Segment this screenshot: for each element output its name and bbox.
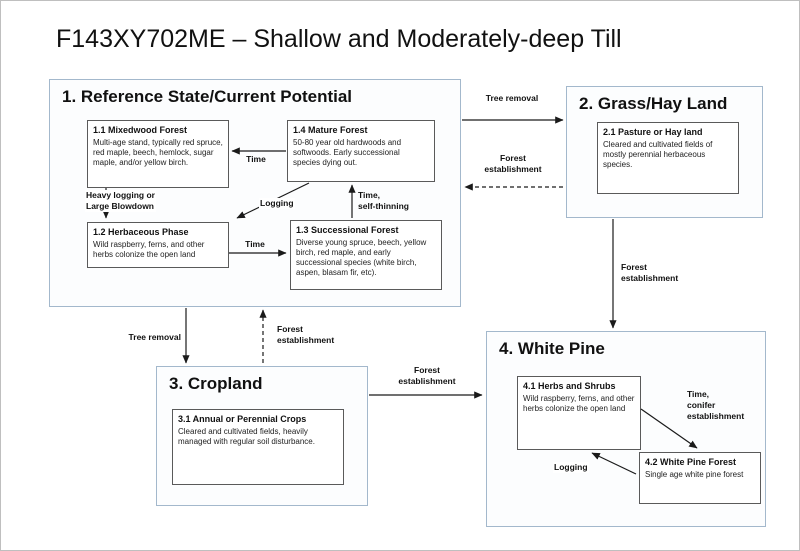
state-3-cropland: 3. Cropland 3.1 Annual or Perennial Crop… — [156, 366, 368, 506]
community-2-1-pasture-or-hay-land: 2.1 Pasture or Hay land Cleared and cult… — [597, 122, 739, 194]
community-title: 4.2 White Pine Forest — [645, 457, 737, 467]
community-title: 1.3 Successional Forest — [296, 225, 399, 235]
label-forest-establishment-3-1: Forest establishment — [277, 324, 335, 346]
label-forest-establishment-3-4: Forest establishment — [398, 365, 456, 387]
community-body: Cleared and cultivated fields of mostly … — [603, 139, 713, 169]
community-body: Wild raspberry, ferns, and other herbs c… — [523, 393, 635, 413]
community-body: Wild raspberry, ferns, and other herbs c… — [93, 239, 205, 259]
label-time-herbaceous-successional: Time — [245, 239, 265, 249]
community-body: Single age white pine forest — [645, 469, 744, 479]
state-1-reference: 1. Reference State/Current Potential 1.1… — [49, 79, 461, 307]
state-4-white-pine: 4. White Pine 4.1 Herbs and Shrubs Wild … — [486, 331, 766, 527]
community-body: 50-80 year old hardwoods and softwoods. … — [293, 137, 402, 167]
community-1-1-mixedwood-forest: 1.1 Mixedwood Forest Multi-age stand, ty… — [87, 120, 229, 188]
community-title: 2.1 Pasture or Hay land — [603, 127, 703, 137]
community-title: 1.1 Mixedwood Forest — [93, 125, 188, 135]
label-logging-whitepine-herbs: Logging — [553, 462, 589, 474]
label-time-conifer-establishment: Time, conifer establishment — [687, 389, 745, 422]
state-2-grass-hay-land: 2. Grass/Hay Land 2.1 Pasture or Hay lan… — [566, 86, 763, 218]
community-title: 3.1 Annual or Perennial Crops — [178, 414, 307, 424]
community-3-1-annual-or-perennial-crops: 3.1 Annual or Perennial Crops Cleared an… — [172, 409, 344, 485]
state-4-header: 4. White Pine — [499, 339, 605, 358]
community-4-1-herbs-and-shrubs: 4.1 Herbs and Shrubs Wild raspberry, fer… — [517, 376, 641, 450]
community-title: 1.4 Mature Forest — [293, 125, 368, 135]
community-1-2-herbaceous-phase: 1.2 Herbaceous Phase Wild raspberry, fer… — [87, 222, 229, 268]
community-body: Diverse young spruce, beech, yellow birc… — [296, 237, 427, 277]
state-3-header: 3. Cropland — [169, 374, 263, 393]
label-logging-mature-herbaceous: Logging — [259, 198, 295, 210]
community-body: Cleared and cultivated fields, heavily m… — [178, 426, 315, 446]
community-title: 1.2 Herbaceous Phase — [93, 227, 189, 237]
label-forest-establishment-2-1: Forest establishment — [484, 153, 542, 175]
diagram-title: F143XY702ME – Shallow and Moderately-dee… — [56, 25, 622, 53]
community-1-4-mature-forest: 1.4 Mature Forest 50-80 year old hardwoo… — [287, 120, 435, 182]
community-1-3-successional-forest: 1.3 Successional Forest Diverse young sp… — [290, 220, 442, 290]
label-tree-removal-1-2: Tree removal — [485, 93, 539, 103]
community-title: 4.1 Herbs and Shrubs — [523, 381, 616, 391]
state-2-header: 2. Grass/Hay Land — [579, 94, 728, 113]
community-4-2-white-pine-forest: 4.2 White Pine Forest Single age white p… — [639, 452, 761, 504]
label-heavy-logging-blowdown: Heavy logging or Large Blowdown — [85, 190, 156, 213]
community-body: Multi-age stand, typically red spruce, r… — [93, 137, 223, 167]
label-forest-establishment-2-4: Forest establishment — [621, 262, 679, 284]
label-time-mature-to-mixedwood: Time — [246, 154, 266, 164]
label-time-self-thinning: Time, self-thinning — [358, 190, 409, 212]
label-tree-removal-1-3: Tree removal — [128, 332, 181, 342]
state-1-header: 1. Reference State/Current Potential — [62, 87, 353, 106]
